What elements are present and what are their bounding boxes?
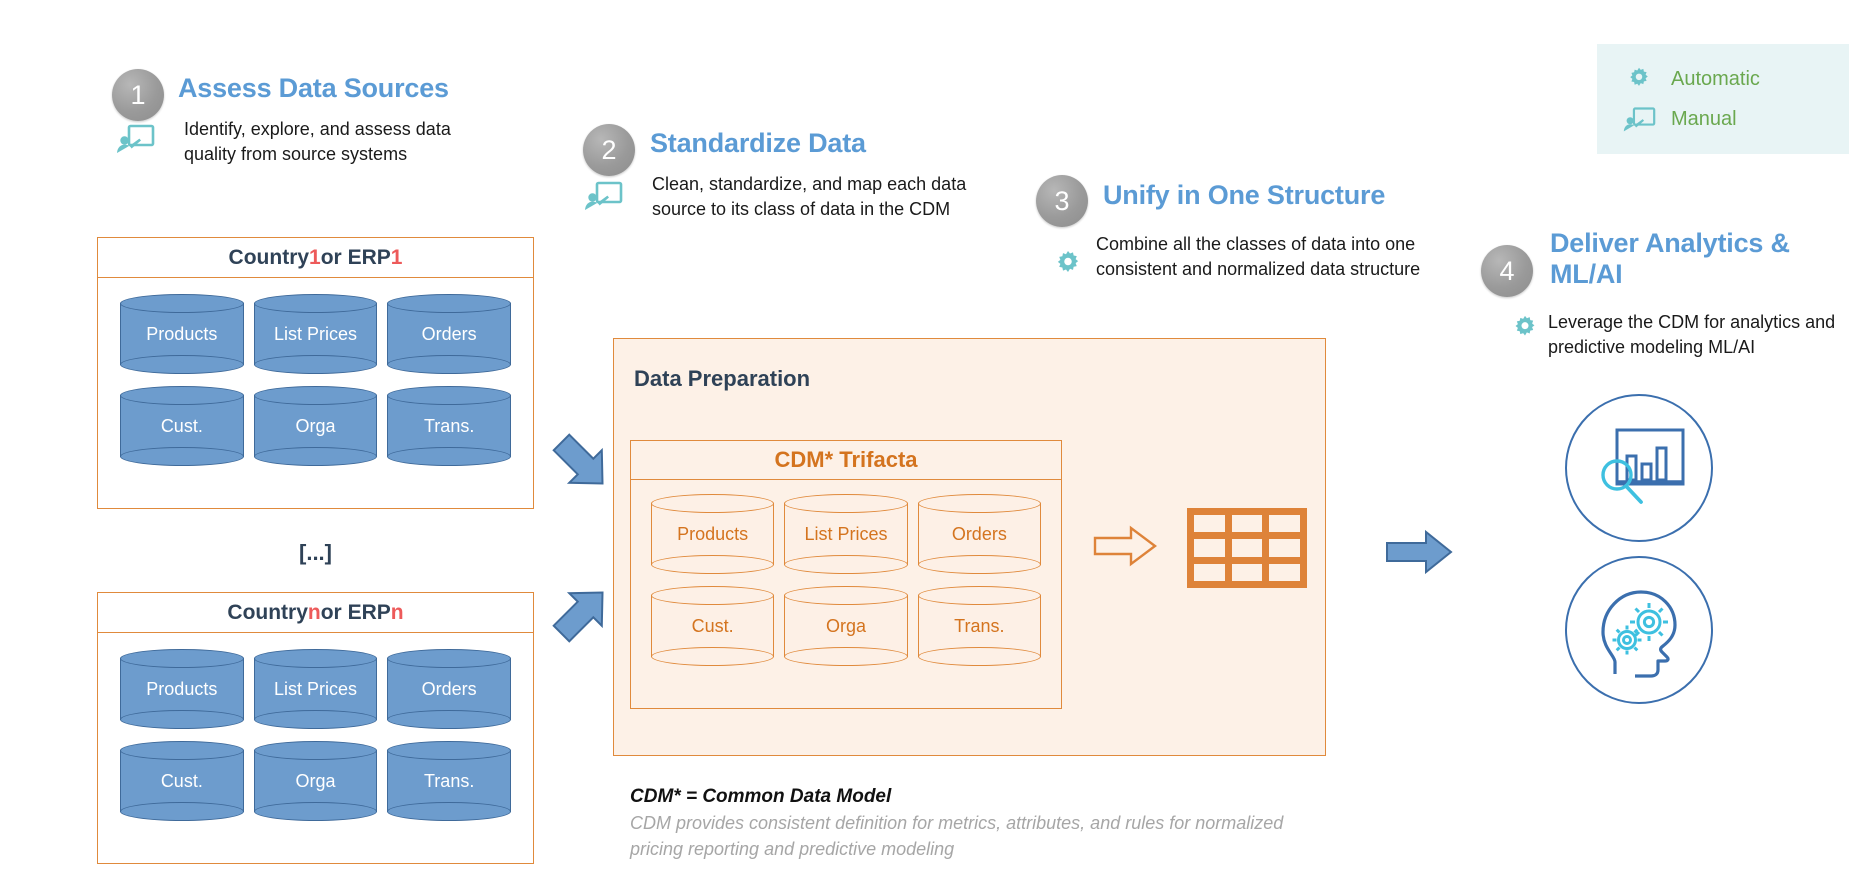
- manual-person-screen-icon: [115, 123, 155, 155]
- cdm-dataset-label: Products: [677, 523, 749, 544]
- source-box-header-2: Country n or ERP n: [98, 593, 533, 633]
- dataset-label: List Prices: [273, 323, 357, 344]
- gear-icon: [1053, 249, 1083, 279]
- dataset-cylinder: Cust.: [120, 741, 244, 821]
- legend-item-automatic: Automatic: [1597, 59, 1849, 99]
- cdm-dataset-cylinder: Orga: [784, 586, 908, 666]
- source-header-index2: 1: [390, 245, 403, 269]
- flow-arrow-up-right-icon: [549, 580, 615, 646]
- dataset-cylinder: Trans.: [387, 741, 511, 821]
- cdm-trifacta-title: CDM* Trifacta: [631, 441, 1061, 480]
- cdm-dataset-label: Trans.: [954, 615, 1005, 636]
- step-description-3: Combine all the classes of data into one…: [1096, 234, 1421, 279]
- cdm-trifacta-box: CDM* Trifacta Products List Prices Order…: [630, 440, 1062, 709]
- dataset-cylinder: Orga: [253, 386, 378, 466]
- cdm-dataset-label: Orders: [951, 523, 1007, 544]
- step-title-3: Unify in One Structure: [1103, 180, 1386, 210]
- source-dataset-grid-1: Products List Prices Orders Cust. Orga T…: [98, 278, 533, 484]
- dataset-label: Cust.: [160, 770, 203, 791]
- legend-panel: Automatic Manual: [1597, 44, 1849, 154]
- source-header-prefix: Country: [228, 245, 310, 269]
- legend-label-automatic: Automatic: [1671, 67, 1760, 90]
- analytics-circle-chart: [1565, 394, 1713, 542]
- source-header-middle: or ERP: [320, 245, 391, 269]
- dataset-cylinder: Products: [120, 649, 244, 729]
- source-header-index: n: [307, 600, 321, 624]
- dataset-cylinder: List Prices: [253, 294, 378, 374]
- cdm-dataset-cylinder: Cust.: [651, 586, 775, 666]
- step-number-2: 2: [583, 124, 635, 176]
- table-grid-icon: [1187, 508, 1307, 588]
- dataset-label: List Prices: [273, 678, 357, 699]
- step-number-4: 4: [1481, 245, 1533, 297]
- step-title-4: Deliver Analytics & ML/AI: [1550, 228, 1790, 289]
- legend-label-manual: Manual: [1671, 107, 1737, 130]
- cdm-dataset-cylinder: Trans.: [917, 586, 1041, 666]
- source-header-index: 1: [309, 245, 321, 269]
- sources-ellipsis: [...]: [299, 540, 332, 565]
- source-box-header-1: Country 1 or ERP 1: [98, 238, 533, 278]
- manual-person-screen-icon: [1617, 106, 1661, 133]
- gear-icon: [1617, 66, 1661, 92]
- dataset-label: Trans.: [423, 770, 475, 791]
- cdm-dataset-cylinder: Products: [651, 494, 775, 574]
- footnote-title: CDM* = Common Data Model: [630, 786, 892, 807]
- dataset-cylinder: Trans.: [387, 386, 511, 466]
- legend-item-manual: Manual: [1597, 99, 1849, 139]
- source-header-middle: or ERP: [320, 600, 391, 624]
- dataset-cylinder: Orders: [387, 649, 511, 729]
- step-description-1: Identify, explore, and assess data quali…: [184, 119, 451, 164]
- flow-arrow-down-right-icon: [549, 430, 615, 496]
- dataset-cylinder: Orga: [253, 741, 378, 821]
- dataset-cylinder: Products: [120, 294, 244, 374]
- dataset-label: Products: [146, 323, 218, 344]
- dataset-label: Cust.: [160, 415, 203, 436]
- cdm-dataset-cylinder: Orders: [917, 494, 1041, 574]
- dataset-label: Products: [146, 678, 218, 699]
- dataset-label: Orders: [421, 678, 477, 699]
- source-header-prefix: Country: [227, 600, 308, 624]
- dataset-label: Trans.: [423, 415, 475, 436]
- dataset-label: Orders: [421, 323, 477, 344]
- cdm-dataset-grid: Products List Prices Orders Cust. Orga T…: [631, 480, 1061, 682]
- dataset-label: Orga: [295, 770, 336, 791]
- cdm-dataset-label: Cust.: [691, 615, 734, 636]
- head-gears-icon: [1593, 578, 1689, 684]
- gear-icon: [1511, 314, 1541, 344]
- cdm-dataset-label: Orga: [825, 615, 866, 636]
- step-title-1: Assess Data Sources: [178, 73, 449, 103]
- bar-chart-magnifier-icon: [1595, 422, 1691, 518]
- dataset-cylinder: Orders: [387, 294, 511, 374]
- step-description-4: Leverage the CDM for analytics and predi…: [1548, 312, 1836, 357]
- dataset-label: Orga: [295, 415, 336, 436]
- data-preparation-title: Data Preparation: [634, 366, 811, 391]
- analytics-circle-ml: [1565, 556, 1713, 704]
- step-number-1: 1: [112, 69, 164, 121]
- source-dataset-grid-2: Products List Prices Orders Cust. Orga T…: [98, 633, 533, 839]
- source-system-box-1: Country 1 or ERP 1 Products List Prices …: [97, 237, 534, 509]
- dataset-cylinder: List Prices: [253, 649, 378, 729]
- step-description-2: Clean, standardize, and map each data so…: [652, 174, 967, 219]
- transform-arrow-outline-icon: [1093, 525, 1157, 567]
- step-title-2: Standardize Data: [650, 128, 866, 158]
- dataset-cylinder: Cust.: [120, 386, 244, 466]
- source-header-index2: n: [390, 600, 404, 624]
- manual-person-screen-icon: [583, 180, 623, 212]
- footnote-body: CDM provides consistent definition for m…: [630, 813, 1284, 859]
- step-number-3: 3: [1036, 175, 1088, 227]
- cdm-dataset-label: List Prices: [804, 523, 888, 544]
- source-system-box-2: Country n or ERP n Products List Prices …: [97, 592, 534, 864]
- flow-arrow-right-icon: [1384, 529, 1454, 575]
- cdm-dataset-cylinder: List Prices: [784, 494, 908, 574]
